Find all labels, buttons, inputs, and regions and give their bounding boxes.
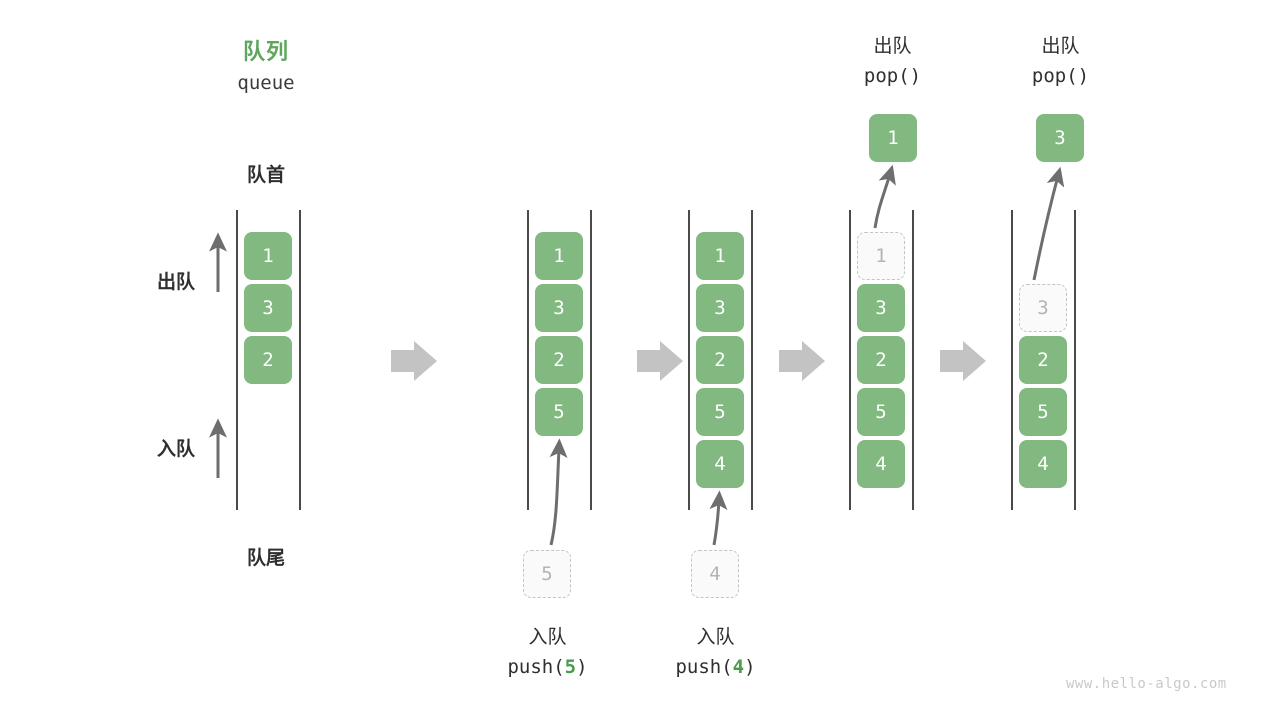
popped-element: 1 [869,114,917,162]
queue-rail-left-2 [527,210,529,510]
step-caption-code: push(5) [475,656,620,678]
queue-cell-popping: 3 [1019,284,1067,332]
step-caption-cn: 出队 [873,36,912,57]
code-arg: 4 [732,656,745,678]
code-arg: 5 [564,656,577,678]
push-4-arrow [709,490,728,546]
incoming-element: 5 [523,550,571,598]
step-caption-code: pop() [1031,65,1090,87]
pop-3-arrow [1032,166,1065,281]
queue-cell: 5 [1019,388,1067,436]
step-caption-cn: 入队 [696,627,735,648]
queue-rail-right-3 [751,210,753,510]
queue-rail-left-1 [236,210,238,510]
queue-rail-right-1 [299,210,301,510]
queue-cell: 2 [244,336,292,384]
queue-cell-new: 5 [535,388,583,436]
pop-1-arrow [873,164,896,229]
step-caption-cn: 入队 [528,627,567,648]
queue-cell: 1 [696,232,744,280]
queue-rail-right-5 [1074,210,1076,510]
queue-cell: 4 [1019,440,1067,488]
queue-rail-right-2 [590,210,592,510]
push-5-arrow [549,438,568,546]
queue-cell: 3 [244,284,292,332]
queue-cell: 2 [535,336,583,384]
queue-cell: 5 [857,388,905,436]
queue-cell: 3 [535,284,583,332]
queue-cell: 2 [857,336,905,384]
page-title-cn: 队列 [242,39,289,64]
code-text-push5: push(5) [507,656,588,678]
queue-rear-label: 队尾 [246,548,285,569]
queue-rail-right-4 [912,210,914,510]
queue-rail-left-4 [849,210,851,510]
queue-rail-left-5 [1011,210,1013,510]
step-caption-code: push(4) [643,656,788,678]
step-separator-arrow-4 [940,341,986,381]
queue-front-label: 队首 [246,165,285,186]
queue-cell: 1 [535,232,583,280]
queue-cell: 3 [857,284,905,332]
queue-cell-new: 4 [696,440,744,488]
page-title-en: queue [237,72,295,94]
popped-element: 3 [1036,114,1084,162]
step-separator-arrow-1 [391,341,437,381]
queue-rail-left-3 [688,210,690,510]
queue-cell: 4 [857,440,905,488]
push-direction-label: 入队 [156,439,195,460]
step-separator-arrow-2 [637,341,683,381]
queue-cell-popping: 1 [857,232,905,280]
watermark: www.hello-algo.com [1066,676,1227,692]
step-separator-arrow-3 [779,341,825,381]
incoming-element: 4 [691,550,739,598]
queue-cell: 1 [244,232,292,280]
queue-cell: 2 [1019,336,1067,384]
code-text-push4: push(4) [675,656,756,678]
queue-cell: 3 [696,284,744,332]
step-caption-cn: 出队 [1041,36,1080,57]
pop-direction-label: 出队 [156,272,195,293]
queue-cell: 2 [696,336,744,384]
queue-cell: 5 [696,388,744,436]
step-caption-code: pop() [863,65,922,87]
